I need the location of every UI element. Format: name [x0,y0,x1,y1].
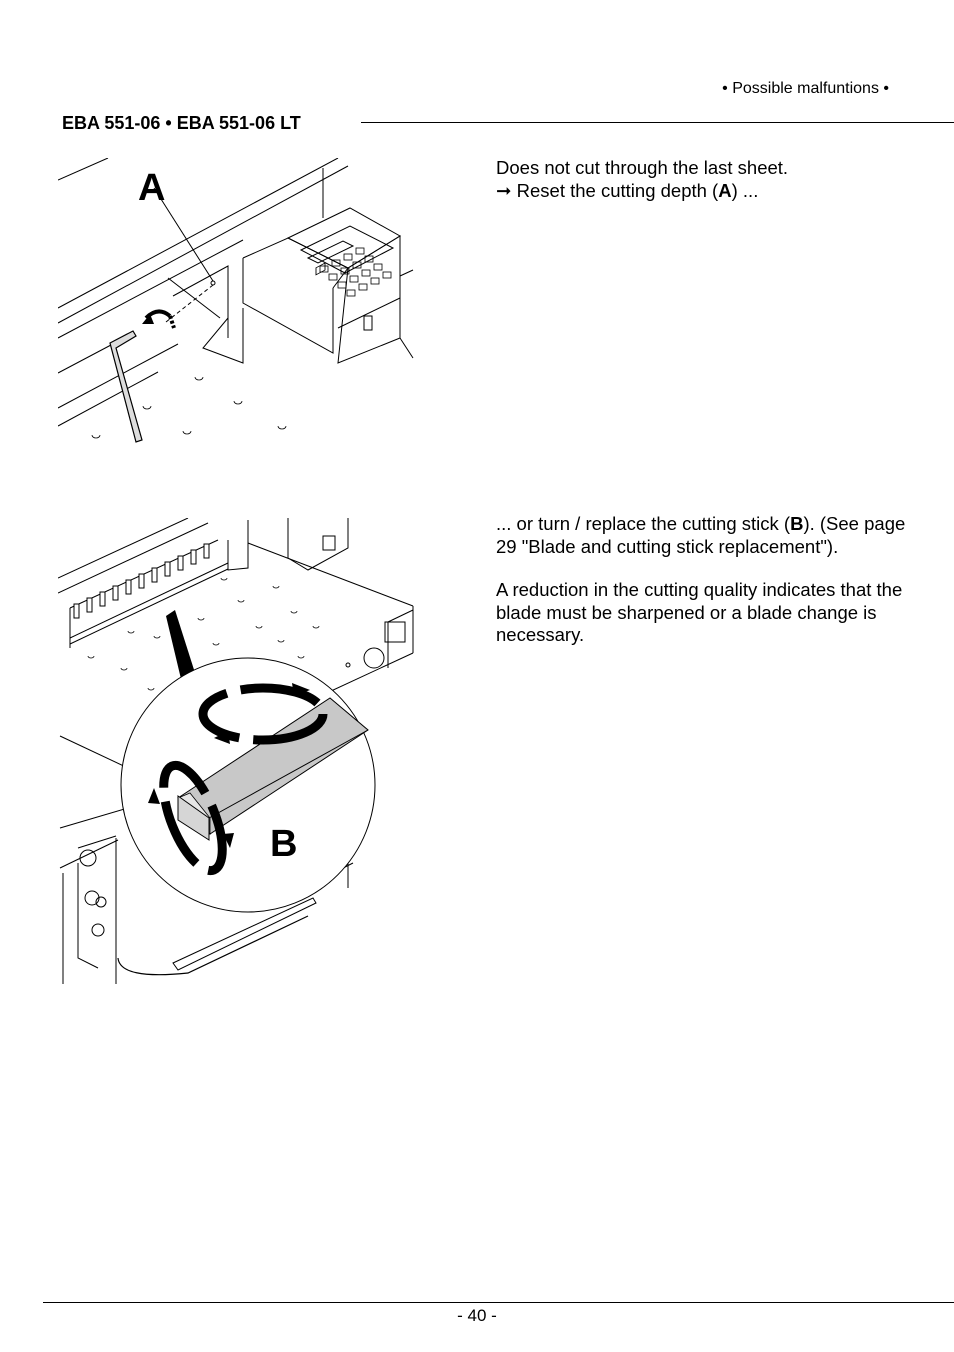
malfunction-instruction-a: Does not cut through the last sheet. ➞ R… [496,157,916,202]
callout-b-label: B [270,823,297,865]
cutting-stick-illustration: B [58,518,414,984]
cutting-stick-remedy: ... or turn / replace the cutting stick … [496,513,906,557]
header-divider [361,122,954,123]
page-number: - 40 - [457,1306,497,1325]
section-title: • Possible malfuntions • [722,80,889,97]
footer-divider [43,1302,954,1303]
callout-a-label: A [138,167,165,209]
malfunction-remedy: ➞ Reset the cutting depth (A) ... [496,179,759,201]
malfunction-instruction-b: ... or turn / replace the cutting stick … [496,513,916,558]
model-header: EBA 551-06 • EBA 551-06 LT [62,113,301,133]
cutting-quality-note: A reduction in the cutting quality indic… [496,579,903,645]
cutting-depth-illustration: A [58,158,414,443]
malfunction-symptom: Does not cut through the last sheet. [496,157,789,178]
arrow-right-icon: ➞ [496,179,512,201]
